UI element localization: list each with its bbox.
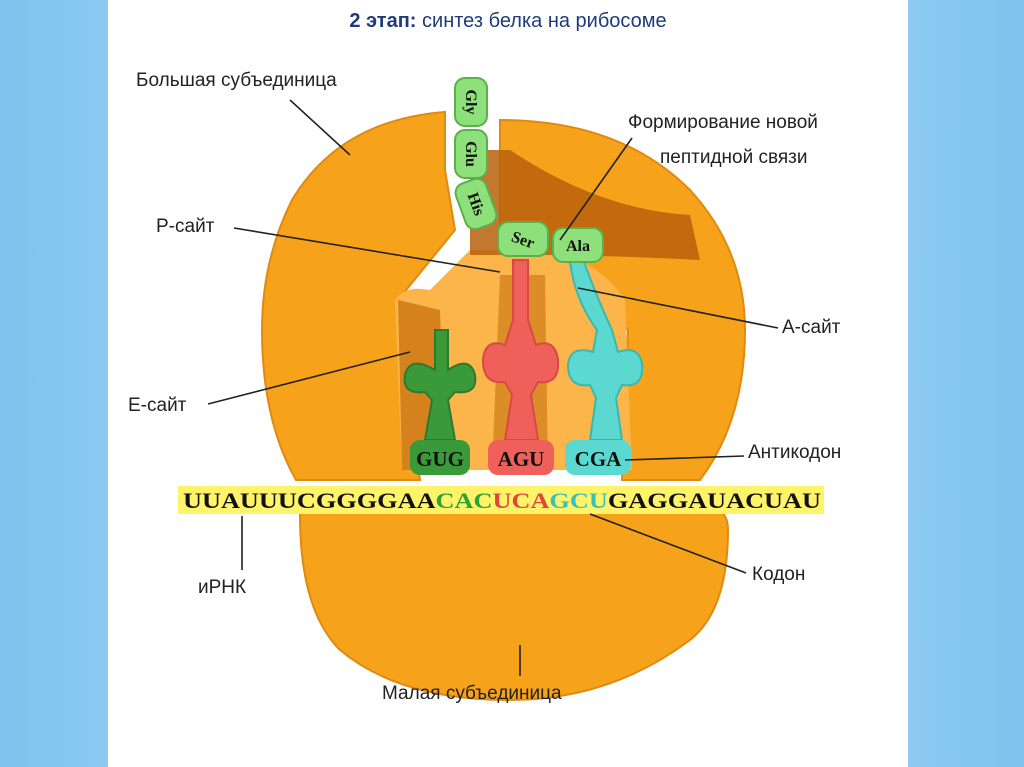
mrna-highlight	[178, 486, 824, 514]
label-peptide-bond-2: пептидной связи	[660, 147, 808, 168]
codon-a: GCU	[549, 488, 608, 513]
label-anticodon: Антикодон	[748, 442, 841, 463]
label-e-site: Е-сайт	[128, 395, 187, 416]
label-large-subunit: Большая субъединица	[136, 70, 337, 91]
amino-acid-gly-label: Gly	[462, 90, 479, 115]
anticodon-p: AGU	[498, 447, 545, 471]
amino-acid-gly	[454, 77, 488, 127]
title-rest: синтез белка на рибосоме	[422, 10, 667, 32]
amino-acid-ser-label: Ser	[509, 229, 537, 253]
label-small-subunit: Малая субъединица	[382, 683, 562, 704]
label-peptide-bond-1: Формирование новой	[628, 112, 818, 133]
title-bold: 2 этап:	[349, 10, 417, 32]
small-subunit	[298, 502, 730, 702]
amino-acid-his-label: His	[464, 190, 488, 218]
amino-acid-his	[454, 177, 498, 231]
label-codon: Кодон	[752, 564, 805, 585]
amino-acid-ala-label: Ala	[566, 238, 590, 255]
mrna-suffix: GAGGAUACUAU	[608, 488, 821, 513]
anticodon-e: GUG	[416, 447, 464, 471]
amino-acid-ser	[497, 221, 549, 257]
codon-e: CAC	[436, 488, 493, 513]
amino-acid-glu-label: Glu	[462, 141, 479, 167]
trna-a-site	[565, 261, 644, 475]
mrna-prefix: UUAUUUCGGGGAA	[183, 488, 436, 513]
label-a-site: А-сайт	[782, 317, 841, 338]
page-title: 2 этап: синтез белка на рибосоме	[108, 10, 908, 33]
amino-acid-glu	[454, 129, 488, 179]
anticodon-a: CGA	[575, 447, 623, 471]
trna-p-site	[481, 259, 560, 475]
trna-e-site	[403, 329, 477, 475]
label-mrna: иРНК	[198, 577, 246, 598]
label-p-site: Р-сайт	[156, 216, 215, 237]
peptide-chain: Gly Glu His Ser Ala	[454, 77, 604, 263]
amino-acid-ala	[552, 227, 604, 263]
leader-lines	[207, 99, 779, 676]
codon-p: UCA	[493, 488, 550, 513]
